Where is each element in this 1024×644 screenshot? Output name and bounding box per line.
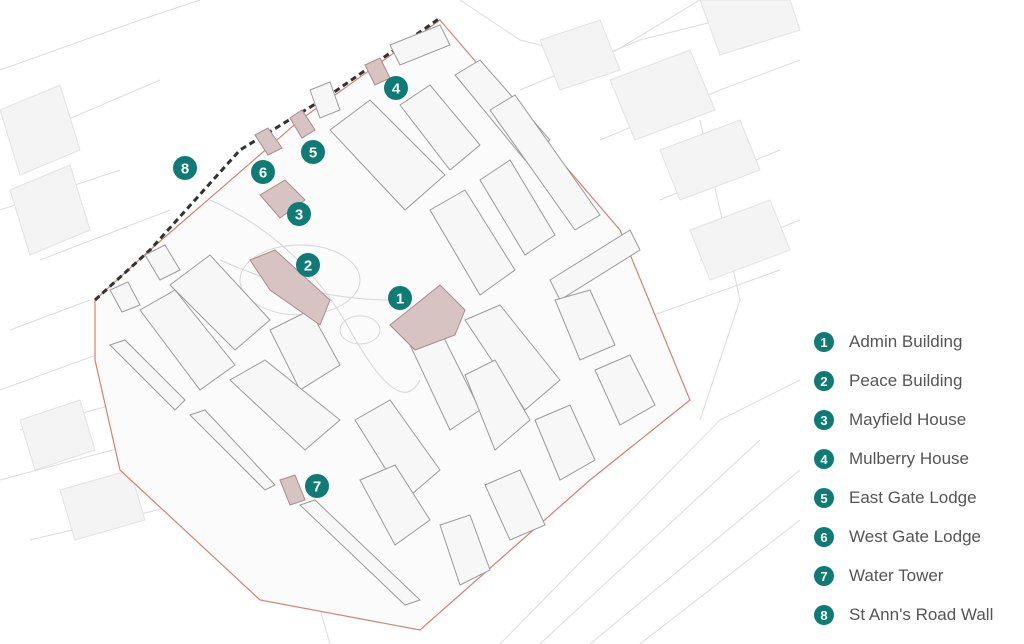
building-block [144, 244, 181, 281]
building-block [109, 339, 186, 411]
marker-water-tower[interactable]: 7 [305, 474, 329, 498]
new-buildings [109, 24, 656, 606]
marker-admin-building[interactable]: 1 [388, 286, 412, 310]
marker-east-gate-lodge[interactable]: 5 [301, 140, 325, 164]
legend-number-badge: 5 [814, 488, 834, 508]
legend-item-st-anns-road-wall[interactable]: 8 St Ann's Road Wall [814, 603, 993, 627]
legend-item-mayfield-house[interactable]: 3 Mayfield House [814, 408, 966, 432]
building-block [189, 409, 276, 491]
marker-number: 3 [295, 207, 303, 224]
west-gate-lodge-shape [254, 127, 283, 156]
marker-number: 5 [309, 145, 317, 162]
building-block [309, 81, 341, 119]
water-tower-shape [279, 474, 306, 506]
marker-number: 4 [392, 81, 401, 98]
marker-number: 2 [304, 258, 312, 275]
legend-number-badge: 7 [814, 566, 834, 586]
building-block [389, 24, 451, 66]
legend-number-badge: 4 [814, 449, 834, 469]
building-block [489, 94, 601, 231]
legend-item-east-gate-lodge[interactable]: 5 East Gate Lodge [814, 486, 977, 510]
building-block [464, 359, 531, 451]
east-gate-lodge-shape [289, 109, 316, 139]
legend-label: East Gate Lodge [849, 488, 977, 507]
map-markers: 1 2 3 4 5 6 7 8 [173, 76, 412, 498]
legend-number-badge: 3 [814, 410, 834, 430]
building-block [549, 229, 641, 301]
building-block [479, 159, 556, 256]
legend-item-admin-building[interactable]: 1 Admin Building [814, 330, 962, 354]
legend-label: St Ann's Road Wall [849, 605, 994, 624]
building-block [484, 469, 546, 541]
heritage-buildings [249, 57, 466, 506]
building-block [554, 289, 616, 361]
marker-west-gate-lodge[interactable]: 6 [251, 160, 275, 184]
legend-label: Water Tower [849, 566, 944, 585]
marker-number: 6 [259, 165, 267, 182]
building-block [269, 309, 341, 391]
building-block [109, 281, 141, 313]
building-block [399, 84, 481, 171]
building-block [329, 99, 446, 211]
building-block [534, 404, 596, 481]
admin-building-shape [389, 284, 466, 351]
marker-number: 7 [313, 479, 321, 496]
marker-number: 8 [181, 161, 189, 178]
peace-building-shape [249, 249, 331, 326]
marker-peace-building[interactable]: 2 [296, 253, 320, 277]
building-block [429, 189, 516, 296]
legend-label: Mayfield House [849, 410, 967, 429]
legend-item-water-tower[interactable]: 7 Water Tower [814, 564, 943, 588]
legend-label: Peace Building [849, 371, 963, 390]
legend-item-peace-building[interactable]: 2 Peace Building [814, 369, 962, 393]
context-blocks [0, 0, 801, 541]
legend-label: West Gate Lodge [849, 527, 981, 546]
legend-label: Admin Building [849, 332, 963, 351]
marker-st-anns-road-wall[interactable]: 8 [173, 156, 197, 180]
legend-number-badge: 2 [814, 371, 834, 391]
building-block [169, 254, 271, 351]
marker-mayfield-house[interactable]: 3 [287, 202, 311, 226]
building-block [359, 464, 431, 546]
legend-item-west-gate-lodge[interactable]: 6 West Gate Lodge [814, 525, 981, 549]
legend-item-mulberry-house[interactable]: 4 Mulberry House [814, 447, 969, 471]
legend-number-badge: 1 [814, 332, 834, 352]
building-block [229, 359, 341, 451]
building-block [594, 354, 656, 426]
marker-mulberry-house[interactable]: 4 [384, 76, 408, 100]
building-block [299, 499, 421, 606]
building-block [439, 514, 491, 586]
mayfield-house-shape [259, 179, 306, 219]
building-block [139, 289, 236, 391]
legend-number-badge: 8 [814, 605, 834, 625]
marker-number: 1 [396, 291, 404, 308]
legend-label: Mulberry House [849, 449, 969, 468]
legend-number-badge: 6 [814, 527, 834, 547]
